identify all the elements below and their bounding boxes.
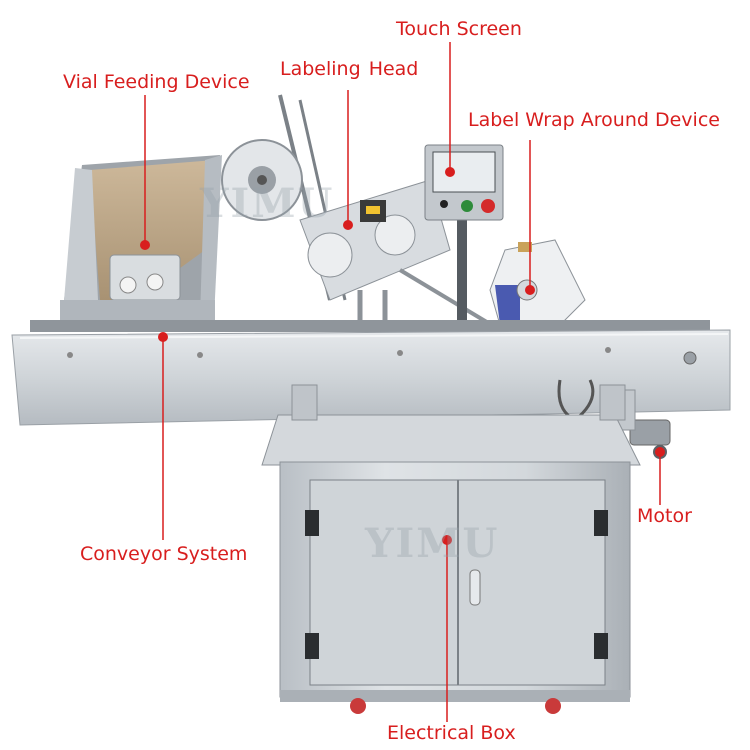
labeling-head-label: Labeling Head xyxy=(280,60,418,79)
conveyor-rail xyxy=(11,320,731,426)
touch-screen-panel xyxy=(424,144,504,330)
conveyor-label: Conveyor System xyxy=(80,543,248,565)
watermark: YIMU xyxy=(365,520,500,567)
label-wrap-label: Label Wrap Around Device xyxy=(468,109,720,131)
callout-lines xyxy=(140,42,665,722)
labeling-head-label-part2: Head xyxy=(368,58,419,80)
electrical-box-label: Electrical Box xyxy=(387,722,516,744)
labeling-head xyxy=(221,94,502,332)
vial-feeding-hopper xyxy=(60,155,222,330)
label-wrap-dot xyxy=(525,285,535,295)
vial-feeding-dot xyxy=(140,240,150,250)
cabinet xyxy=(261,384,641,714)
labeling-head-label-part1: Labeling xyxy=(280,58,361,80)
label-wrap-around-device xyxy=(489,239,586,326)
labeling-head-dot xyxy=(343,220,353,230)
vial-feeding-label: Vial Feeding Device xyxy=(63,71,250,93)
motor-label: Motor xyxy=(637,505,692,527)
motor-dot xyxy=(655,447,665,457)
watermark: YIMU xyxy=(200,180,335,227)
conveyor-dot xyxy=(158,332,168,342)
electrical-box-dot xyxy=(442,535,452,545)
touch-screen-dot xyxy=(445,167,455,177)
touch-screen-label: Touch Screen xyxy=(396,18,522,40)
